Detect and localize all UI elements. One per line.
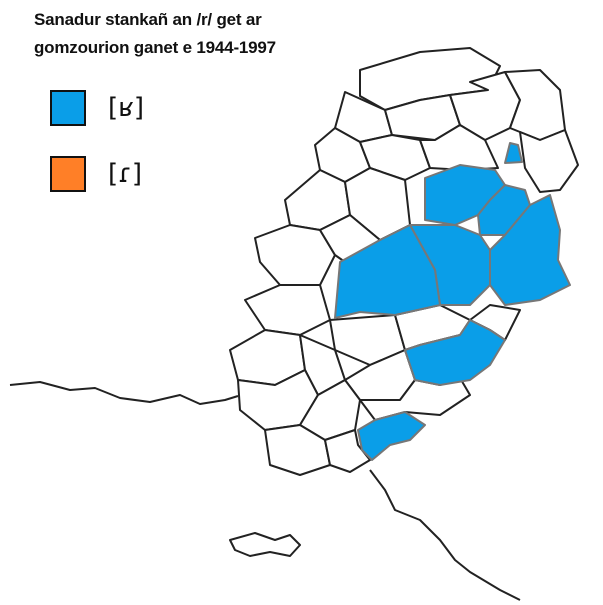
island	[229, 532, 301, 557]
district-s-5	[324, 429, 371, 473]
legend-item-tap: [ɾ]	[50, 156, 142, 192]
district-blue-north-small	[504, 142, 523, 164]
district-blue-center-east	[477, 184, 531, 236]
map-title-line-1: Sanadur stankañ an /r/ get ar	[34, 10, 262, 29]
district-blue-south-central	[404, 319, 506, 386]
district-blue-west	[334, 224, 441, 319]
map-title-line-2: gomzourion ganet e 1944-1997	[34, 38, 276, 57]
district-ne	[519, 129, 579, 193]
legend-swatch-orange	[50, 156, 86, 192]
coastline-west	[9, 381, 239, 405]
map-title: Sanadur stankañ an /r/ get ar gomzourion…	[34, 6, 276, 62]
district-blue-south	[357, 411, 426, 461]
legend-item-uvular: [ʁ]	[50, 90, 144, 126]
coastline-southeast	[369, 469, 521, 601]
legend-label-uvular: [ʁ]	[108, 93, 144, 123]
district-w-3	[254, 224, 336, 286]
district-blue-east	[489, 194, 571, 306]
district-w-5	[244, 284, 331, 336]
legend-swatch-blue	[50, 90, 86, 126]
legend-label-tap: [ɾ]	[108, 159, 143, 189]
